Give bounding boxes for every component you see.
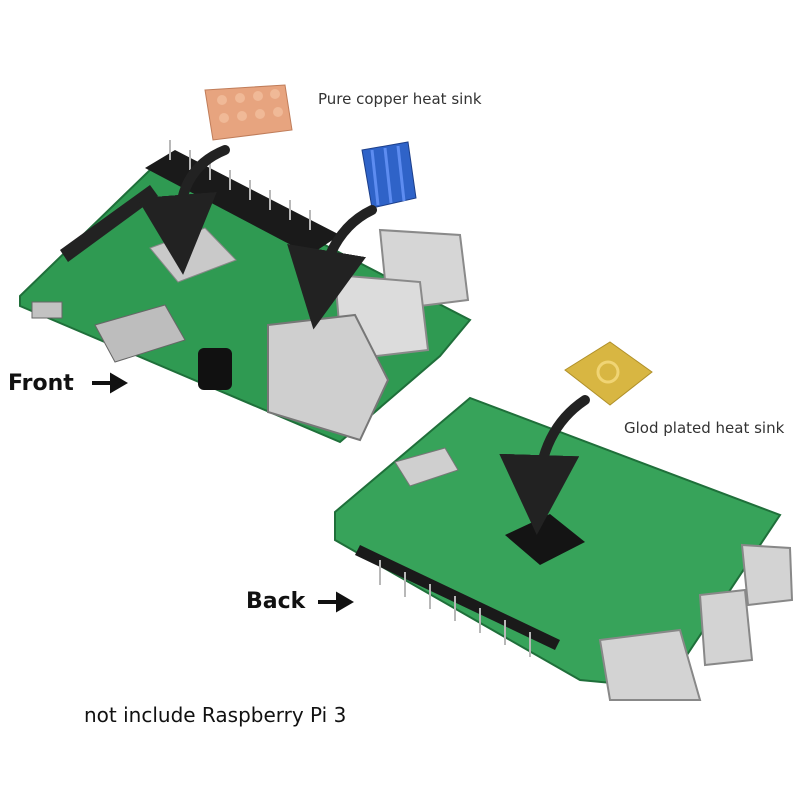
back-board (334, 396, 794, 701)
copper-heat-sink (204, 84, 293, 141)
gold-arrow (499, 395, 590, 535)
copper-heat-sink-label: Pure copper heat sink (318, 90, 482, 108)
package-note: not include Raspberry Pi 3 (84, 703, 347, 727)
gold-heat-sink-label: Glod plated heat sink (624, 419, 785, 437)
copper-arrow (137, 145, 230, 275)
blue-arrow (287, 205, 377, 330)
blue-heat-sink (361, 141, 417, 209)
back-label: Back (246, 589, 306, 614)
front-label: Front (8, 371, 74, 396)
gold-heat-sink (564, 341, 653, 406)
